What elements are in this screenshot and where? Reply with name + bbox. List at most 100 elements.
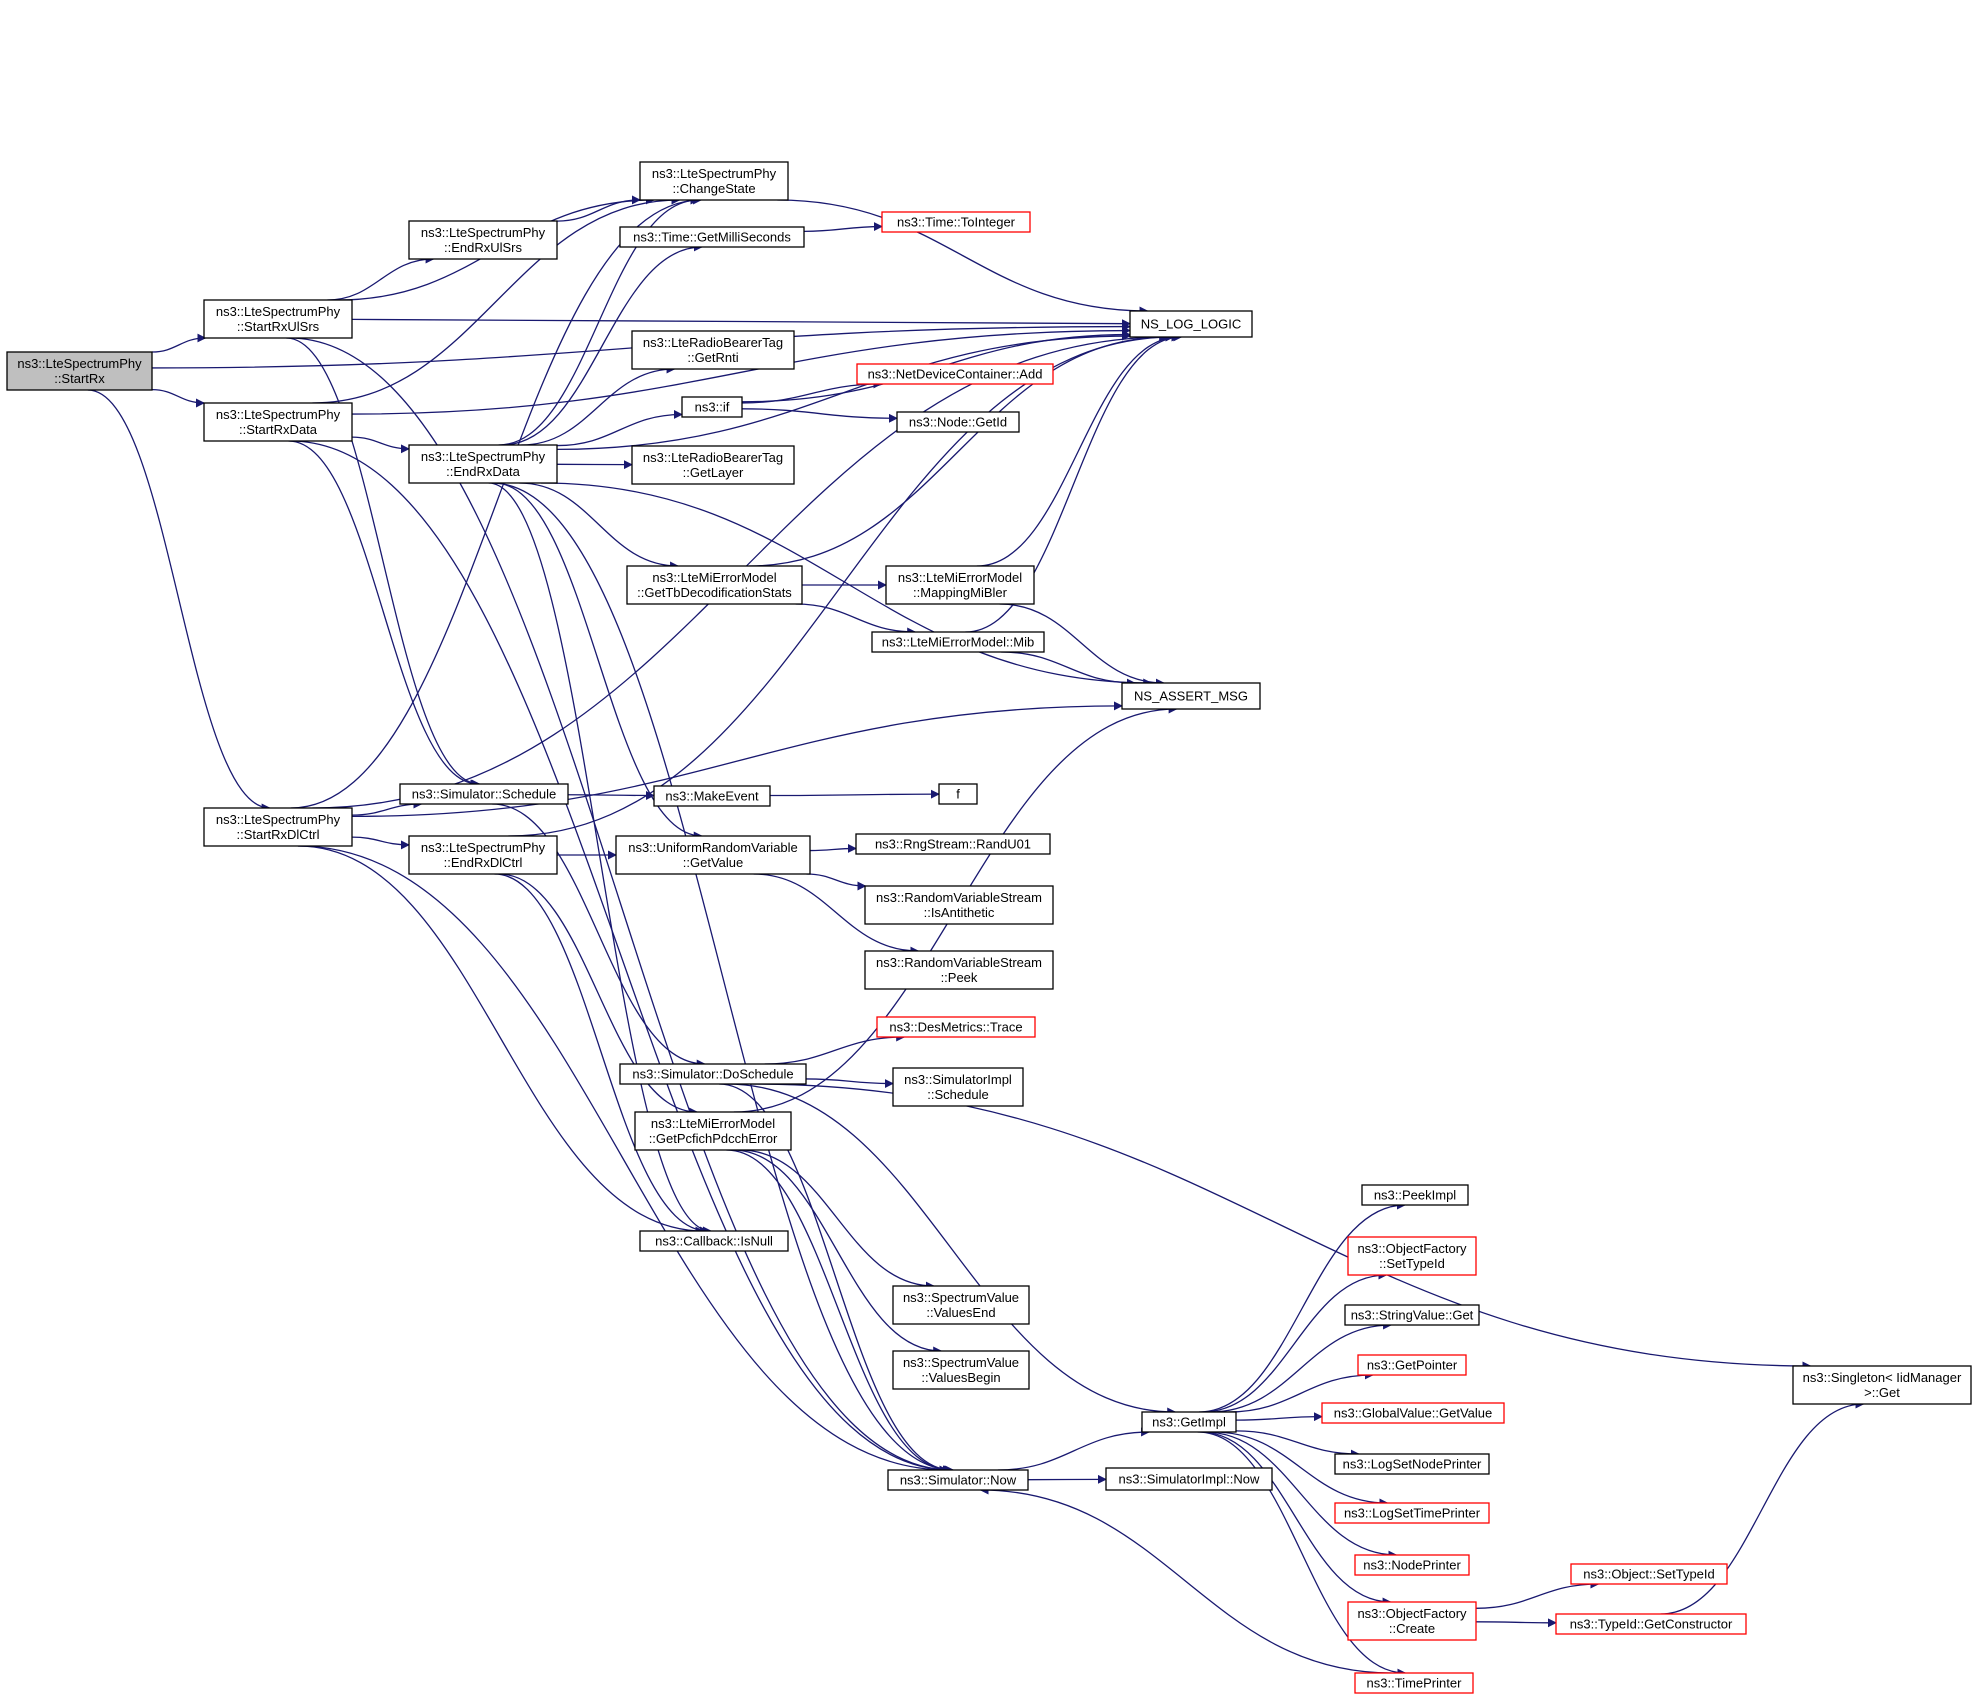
node-ndcadd[interactable]: ns3::NetDeviceContainer::Add — [856, 363, 1054, 385]
edge-doschedule-to-simimplschedule — [805, 1078, 894, 1089]
node-getpcfich[interactable]: ns3::LteMiErrorModel::GetPcfichPdcchErro… — [634, 1111, 792, 1151]
node-gettbdecod[interactable]: ns3::LteMiErrorModel::GetTbDecodificatio… — [626, 565, 803, 605]
node-isantithetic[interactable]: ns3::RandomVariableStream::IsAntithetic — [864, 885, 1054, 925]
node-getrnti[interactable]: ns3::LteRadioBearerTag::GetRnti — [631, 330, 795, 370]
node-timeprinter[interactable]: ns3::TimePrinter — [1354, 1672, 1474, 1694]
edge-line — [502, 242, 703, 446]
node-label: ::MappingMiBler — [913, 585, 1008, 600]
node-label: ::EndRxDlCtrl — [444, 855, 523, 870]
node-label: ::StartRxDlCtrl — [236, 827, 319, 842]
node-isnull[interactable]: ns3::Callback::IsNull — [639, 1230, 789, 1252]
node-endrxdata[interactable]: ns3::LteSpectrumPhy::EndRxData — [408, 444, 558, 484]
node-box — [408, 220, 558, 260]
node-makeevent[interactable]: ns3::MakeEvent — [653, 785, 771, 807]
node-simimplnow[interactable]: ns3::SimulatorImpl::Now — [1105, 1467, 1273, 1491]
edge-line — [351, 436, 410, 454]
node-label: ns3::LteMiErrorModel — [651, 1116, 775, 1131]
edge-line — [288, 440, 480, 789]
node-logsetnode[interactable]: ns3::LogSetNodePrinter — [1334, 1453, 1490, 1475]
node-singletonget[interactable]: ns3::Singleton< IidManager >::Get — [1792, 1365, 1972, 1405]
edge-line — [719, 1083, 953, 1475]
node-box — [653, 785, 771, 807]
edge-if-to-nodegetid — [741, 408, 898, 423]
node-label: ns3::Singleton< IidManager — [1803, 1370, 1962, 1385]
node-f[interactable]: f — [938, 783, 978, 805]
node-simimplschedule[interactable]: ns3::SimulatorImpl::Schedule — [892, 1067, 1024, 1107]
node-doschedule[interactable]: ns3::Simulator::DoSchedule — [619, 1063, 807, 1085]
node-label: ns3::SpectrumValue — [903, 1290, 1019, 1305]
node-destrace[interactable]: ns3::DesMetrics::Trace — [876, 1016, 1036, 1038]
edge-startrxulsrs-to-endrxulsrs — [327, 254, 435, 301]
node-stringget[interactable]: ns3::StringValue::Get — [1344, 1304, 1480, 1326]
node-nodegetid[interactable]: ns3::Node::GetId — [896, 411, 1020, 433]
node-if[interactable]: ns3::if — [681, 396, 743, 418]
edge-line — [286, 337, 481, 789]
node-label: ns3::DesMetrics::Trace — [889, 1020, 1022, 1035]
node-endrxulsrs[interactable]: ns3::LteSpectrumPhy::EndRxUlSrs — [408, 220, 558, 260]
node-nslog[interactable]: NS_LOG_LOGIC — [1129, 310, 1253, 338]
node-label: ns3::GetPointer — [1367, 1358, 1458, 1373]
node-mib[interactable]: ns3::LteMiErrorModel::Mib — [871, 631, 1045, 653]
node-box — [639, 1230, 789, 1252]
node-valuesbegin[interactable]: ns3::SpectrumValue::ValuesBegin — [892, 1350, 1030, 1390]
node-box — [1334, 1502, 1490, 1524]
node-label: ns3::LteMiErrorModel — [898, 570, 1022, 585]
node-objsettypeid[interactable]: ns3::Object::SetTypeId — [1570, 1563, 1728, 1585]
edge-line — [769, 789, 940, 799]
node-label: ::Create — [1389, 1621, 1435, 1636]
edge-line — [351, 326, 1131, 415]
node-now[interactable]: ns3::Simulator::Now — [887, 1469, 1029, 1491]
node-logsettime[interactable]: ns3::LogSetTimePrinter — [1334, 1502, 1490, 1524]
node-randu01[interactable]: ns3::RngStream::RandU01 — [855, 833, 1051, 855]
node-endrxdlctrl[interactable]: ns3::LteSpectrumPhy::EndRxDlCtrl — [408, 835, 558, 875]
edge-schedule-to-doschedule — [492, 803, 706, 1069]
edge-timeprinter-to-now — [979, 1485, 1392, 1674]
edge-endrxdlctrl-to-getpcfich — [498, 873, 699, 1117]
node-box — [1105, 1467, 1273, 1491]
node-label: ns3::SimulatorImpl — [904, 1072, 1012, 1087]
node-valuesend[interactable]: ns3::SpectrumValue::ValuesEnd — [892, 1285, 1030, 1325]
node-peekimpl[interactable]: ns3::PeekImpl — [1361, 1184, 1469, 1206]
node-getimpl[interactable]: ns3::GetImpl — [1141, 1411, 1237, 1433]
node-label: ::StartRx — [54, 371, 105, 386]
edge-startrxdata-to-schedule — [288, 440, 480, 789]
node-nodeprinter[interactable]: ns3::NodePrinter — [1354, 1554, 1470, 1576]
edge-endrxdata-to-urvgetvalue — [494, 482, 703, 841]
node-ofcreate[interactable]: ns3::ObjectFactory::Create — [1347, 1601, 1477, 1641]
node-label: ns3::Time::ToInteger — [897, 215, 1016, 230]
edge-mib-to-nsassert — [1001, 651, 1136, 688]
edge-getpcfich-to-valuesbegin — [732, 1149, 943, 1356]
edge-endrxdata-to-changestate — [498, 195, 700, 446]
edge-changestate-to-nslog — [777, 199, 1149, 316]
edge-getpcfich-to-valuesend — [740, 1149, 935, 1291]
node-startrx[interactable]: ns3::LteSpectrumPhy::StartRx — [6, 351, 153, 391]
node-box — [1141, 1411, 1237, 1433]
edge-getimpl-to-ofcreate — [1200, 1431, 1392, 1607]
node-getlayer[interactable]: ns3::LteRadioBearerTag::GetLayer — [631, 445, 795, 485]
node-box — [1321, 1402, 1505, 1424]
node-label: ns3::LteRadioBearerTag — [643, 335, 783, 350]
node-changestate[interactable]: ns3::LteSpectrumPhy::ChangeState — [639, 161, 789, 201]
node-startrxdata[interactable]: ns3::LteSpectrumPhy::StartRxData — [203, 402, 353, 442]
node-toint[interactable]: ns3::Time::ToInteger — [881, 211, 1031, 233]
node-getconstructor[interactable]: ns3::TypeId::GetConstructor — [1555, 1613, 1747, 1635]
node-nsassert[interactable]: NS_ASSERT_MSG — [1121, 682, 1261, 710]
node-mappingmibler[interactable]: ns3::LteMiErrorModel::MappingMiBler — [885, 565, 1035, 605]
node-startrxdlctrl[interactable]: ns3::LteSpectrumPhy::StartRxDlCtrl — [203, 807, 353, 847]
node-box — [619, 1063, 807, 1085]
node-ofsettypeid[interactable]: ns3::ObjectFactory::SetTypeId — [1347, 1236, 1477, 1276]
edge-line — [997, 1427, 1151, 1471]
node-schedule[interactable]: ns3::Simulator::Schedule — [399, 783, 569, 805]
node-gvgetvalue[interactable]: ns3::GlobalValue::GetValue — [1321, 1402, 1505, 1424]
node-urvgetvalue[interactable]: ns3::UniformRandomVariable::GetValue — [615, 835, 811, 875]
edge-startrxdata-to-nslog — [351, 326, 1131, 415]
node-getpointer[interactable]: ns3::GetPointer — [1357, 1354, 1467, 1376]
node-startrxulsrs[interactable]: ns3::LteSpectrumPhy::StartRxUlSrs — [203, 299, 353, 339]
edge-line — [979, 1485, 1392, 1674]
node-label: ::GetLayer — [683, 465, 744, 480]
node-peek[interactable]: ns3::RandomVariableStream::Peek — [864, 950, 1054, 990]
node-label: ns3::LteMiErrorModel — [652, 570, 776, 585]
node-getmilliseconds[interactable]: ns3::Time::GetMilliSeconds — [619, 226, 805, 248]
node-label: ns3::NetDeviceContainer::Add — [868, 367, 1043, 382]
